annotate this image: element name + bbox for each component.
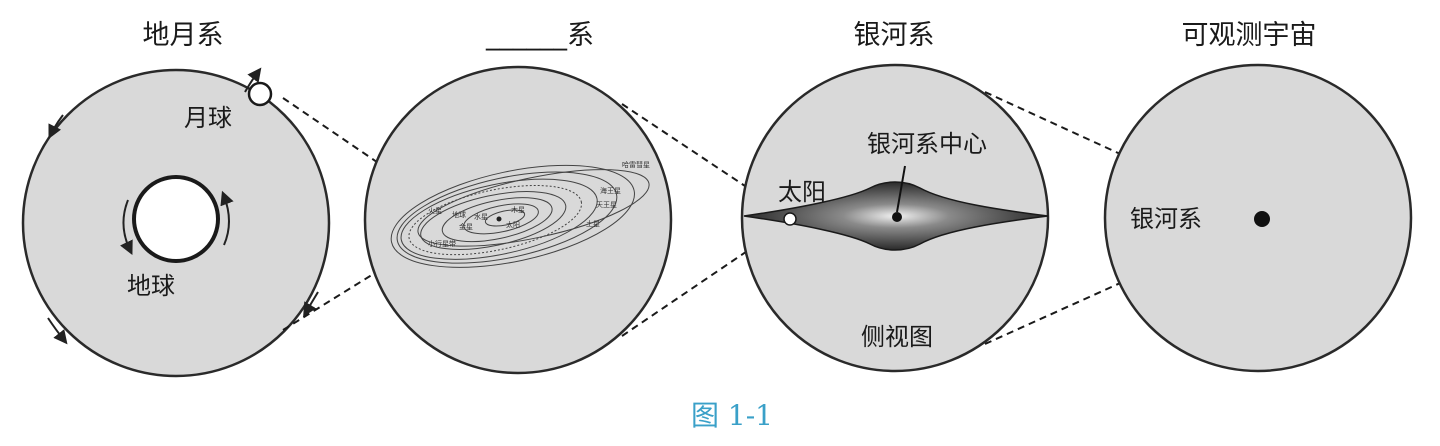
universe-panel: 可观测宇宙 银河系: [1105, 20, 1411, 371]
side-view-label: 侧视图: [861, 323, 933, 351]
solar-tiny-0: 哈雷彗星: [622, 160, 650, 169]
universe-title: 可观测宇宙: [1182, 20, 1317, 51]
earth-moon-title: 地月系: [143, 20, 224, 51]
moon-circle: [249, 83, 271, 105]
solar-system-panel: ______系 哈雷彗星 海王星 天王星 土星 木星 太阳 金星 地球 火星 水…: [365, 20, 671, 373]
solar-tiny-3: 土星: [586, 219, 600, 228]
solar-tiny-8: 火星: [428, 207, 442, 215]
solar-tiny-1: 海王星: [600, 186, 621, 195]
sun-position-dot: [784, 213, 796, 225]
solar-tiny-7: 地球: [452, 210, 466, 219]
galaxy-panel: 银河系 银河系中心 太阳 侧视图: [742, 20, 1048, 371]
earth-moon-panel: 地月系 月球 地球: [23, 20, 329, 376]
galaxy-title: 银河系: [854, 20, 935, 51]
galaxy-point-dot: [1254, 211, 1270, 227]
solar-tiny-6: 金星: [459, 222, 473, 231]
universe-galaxy-label: 银河系: [1130, 205, 1202, 233]
solar-tiny-2: 天王星: [596, 201, 617, 209]
moon-label: 月球: [184, 104, 232, 132]
solar-tiny-4: 木星: [511, 205, 525, 214]
sun-label: 太阳: [778, 178, 826, 206]
solar-tiny-9: 水星: [474, 212, 488, 221]
earth-label: 地球: [127, 272, 175, 300]
earth-circle: [134, 177, 218, 261]
galaxy-center-dot: [892, 212, 902, 222]
galaxy-center-label: 银河系中心: [867, 130, 987, 158]
solar-tiny-5: 太阳: [506, 220, 520, 229]
figure-caption: 图 1-1: [691, 399, 773, 432]
solar-tiny-10: 小行星带: [428, 239, 456, 248]
sun-dot: [497, 217, 502, 222]
solar-system-title: ______系: [485, 20, 594, 51]
